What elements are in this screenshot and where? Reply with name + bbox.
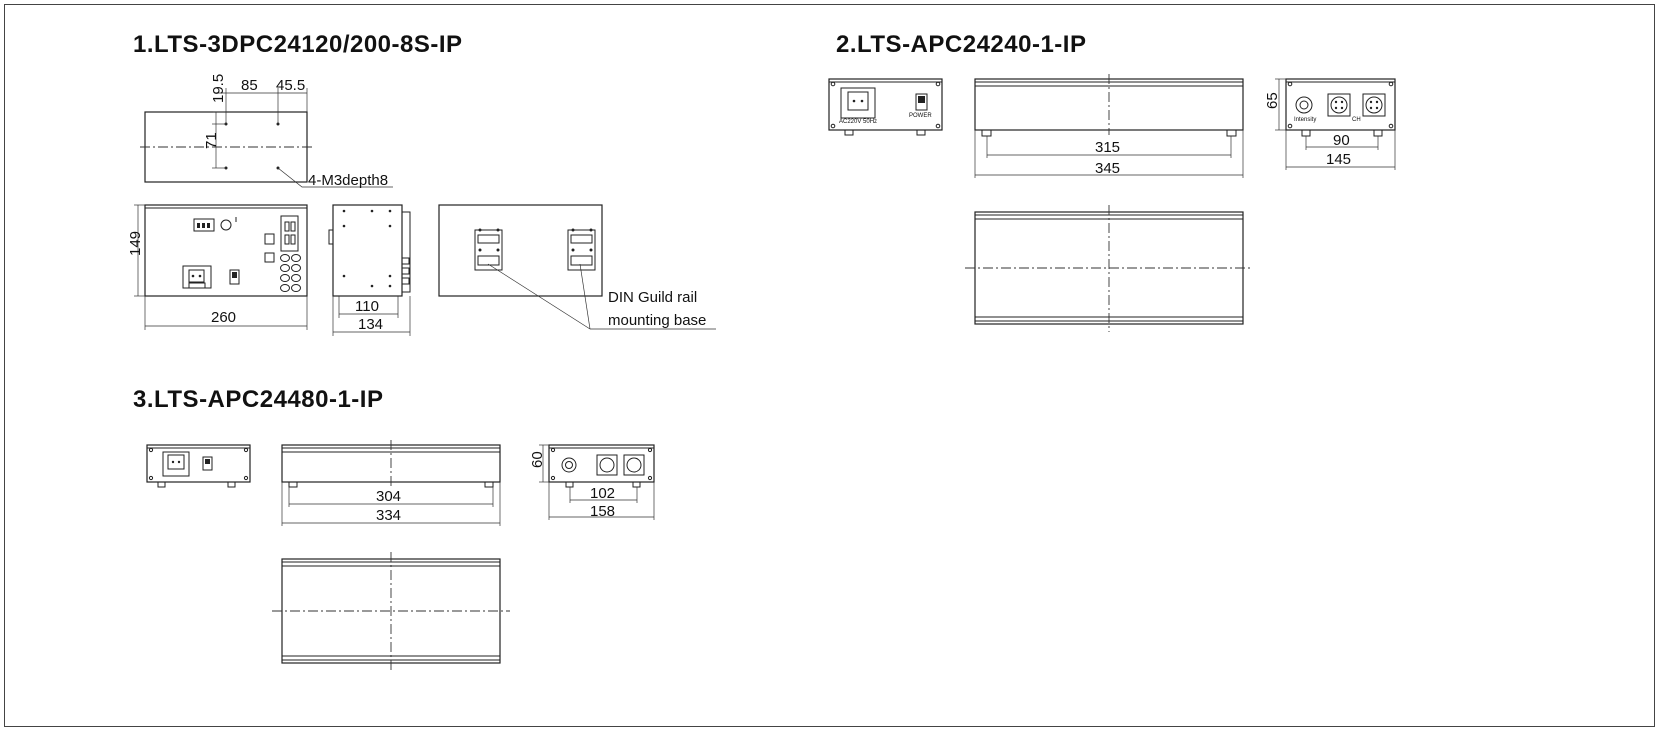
s1-din-line1: DIN Guild rail (608, 289, 697, 306)
s1-dim-110: 110 (355, 298, 379, 315)
section-2-title: 2.LTS-APC24240-1-IP (836, 31, 1087, 58)
s1-top-view (140, 88, 393, 188)
s2-dim-315: 315 (1095, 139, 1120, 156)
s2-dim-145: 145 (1326, 151, 1351, 168)
s1-dim-85: 85 (241, 77, 258, 94)
section-3-title: 3.LTS-APC24480-1-IP (133, 386, 384, 413)
s1-din-line2: mounting base (608, 312, 706, 329)
s1-dim-45-5: 45.5 (276, 77, 305, 94)
s1-dim-149: 149 (127, 231, 144, 256)
s3-dim-304: 304 (376, 488, 401, 505)
s2-intensity-label: Intensity (1294, 117, 1316, 123)
drawing-frame (4, 4, 1655, 727)
s2-dim-345: 345 (1095, 160, 1120, 177)
s3-dim-334: 334 (376, 507, 401, 524)
s1-dim-71: 71 (203, 132, 220, 149)
s2-rear-panel (1275, 78, 1396, 170)
s2-dim-65: 65 (1264, 92, 1281, 109)
s2-side-elevation (974, 74, 1244, 178)
s3-side-elevation (281, 440, 501, 526)
s1-dim-19-5: 19.5 (210, 74, 227, 103)
s3-dim-60: 60 (529, 451, 546, 468)
s3-front-panel (146, 444, 251, 488)
s2-ac-label: AC220V 50Hz (839, 119, 877, 125)
s1-dim-260: 260 (211, 309, 236, 326)
s1-side-view (328, 204, 411, 336)
s2-top-view (965, 205, 1253, 332)
s2-front-panel (828, 78, 943, 136)
s1-back-view (438, 204, 716, 330)
s3-dim-158: 158 (590, 503, 615, 520)
s2-power-label: POWER (909, 113, 932, 119)
s3-dim-102: 102 (590, 485, 615, 502)
s2-ch-label: CH (1352, 117, 1361, 123)
s1-holes-note: 4-M3depth8 (308, 172, 388, 189)
s1-dim-134: 134 (358, 316, 383, 333)
s2-dim-90: 90 (1333, 132, 1350, 149)
section-1-title: 1.LTS-3DPC24120/200-8S-IP (133, 31, 463, 58)
s1-front-view (134, 204, 308, 330)
s3-top-view (272, 552, 510, 670)
s3-rear-panel (539, 444, 655, 520)
